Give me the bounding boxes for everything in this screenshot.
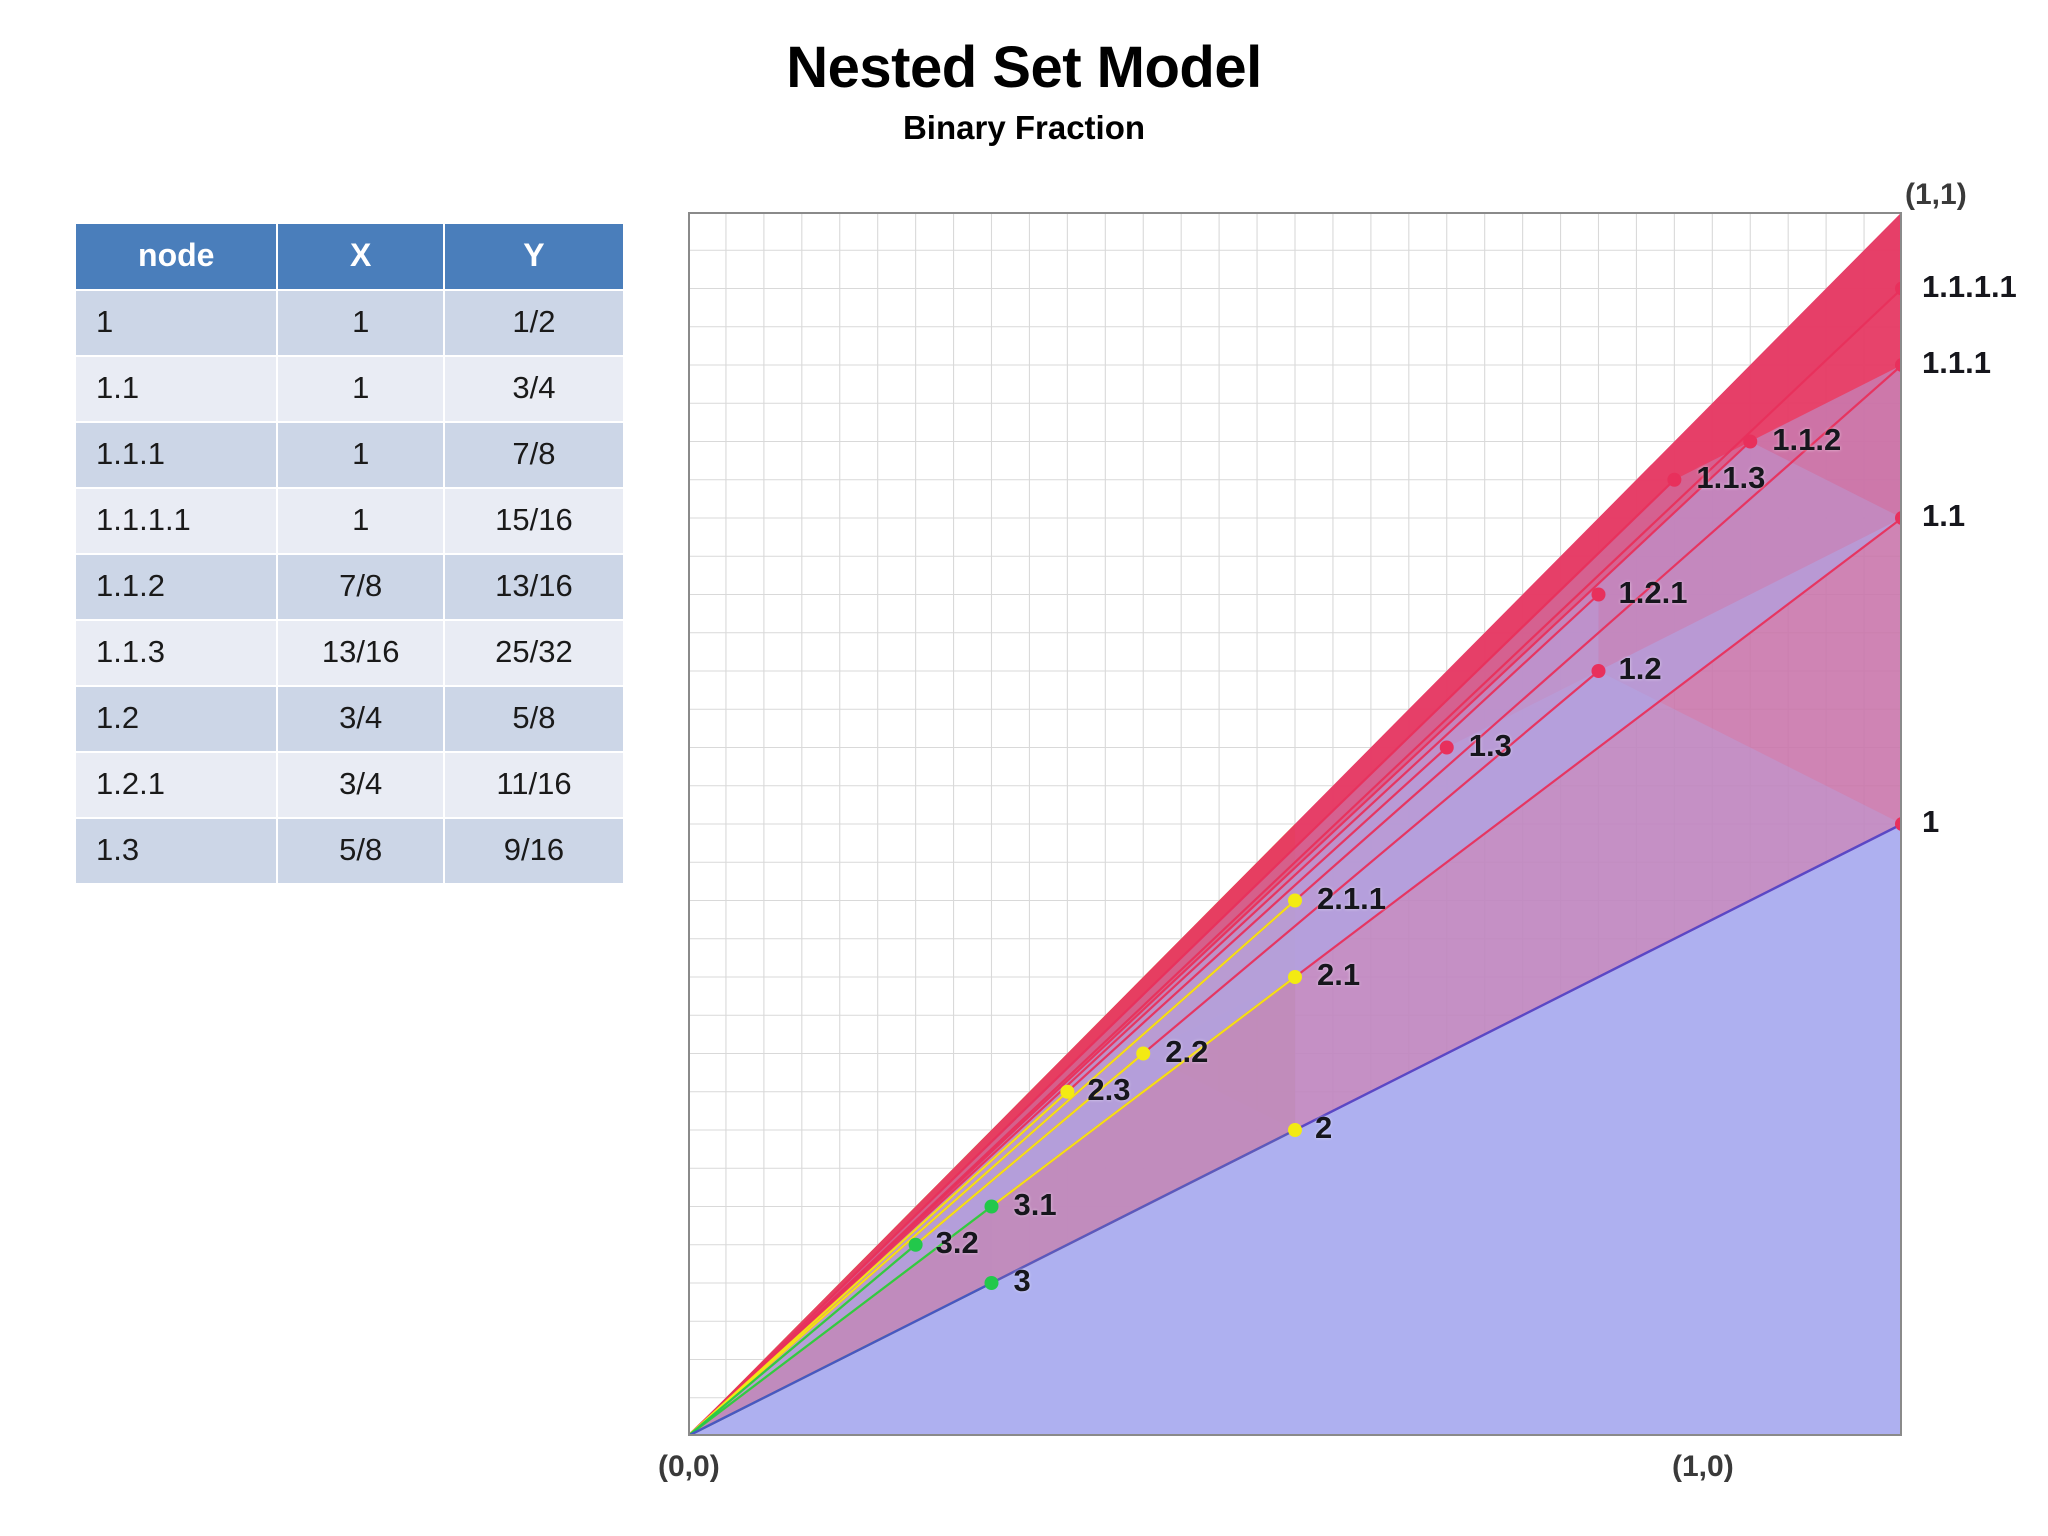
cell-y: 7/8 [444, 423, 623, 487]
corner-label-origin: (0,0) [658, 1450, 720, 1483]
cell-node: 1.1.1.1 [76, 489, 277, 553]
cell-node: 1.1.2 [76, 555, 277, 619]
cell-y: 5/8 [444, 687, 623, 751]
data-point [1136, 1046, 1151, 1061]
corner-label-top-right: (1,1) [1905, 178, 1967, 211]
node-label-2-1: 2.1 [1317, 957, 1361, 992]
region-node-1-1-1 [688, 212, 1902, 1436]
cell-node: 1.1 [76, 357, 277, 421]
title-block: Nested Set Model Binary Fraction [0, 35, 2048, 147]
cell-node: 1.1.3 [76, 621, 277, 685]
nested-set-plot [688, 212, 1902, 1436]
node-label-2-2: 2.2 [1165, 1033, 1209, 1069]
page-subtitle: Binary Fraction [902, 108, 1146, 146]
plot-connector-lines [688, 287, 1902, 1436]
node-label-1-1-2: 1.1.2 [1772, 421, 1842, 457]
connector-line [688, 1090, 1069, 1436]
node-label-1-3: 1.3 [1468, 727, 1512, 763]
node-label-3-1: 3.1 [1013, 1186, 1057, 1222]
cell-x: 7/8 [278, 555, 443, 619]
data-point [1591, 664, 1606, 678]
page-title: Nested Set Model [786, 35, 1262, 100]
cell-y: 13/16 [444, 555, 623, 619]
cell-node: 1.2 [76, 687, 277, 751]
node-label-1-1-3: 1.1.3 [1696, 459, 1766, 495]
table-header-row: node X Y [76, 224, 623, 289]
data-point [1288, 970, 1302, 984]
cell-x: 1 [278, 357, 443, 421]
data-point [1743, 434, 1758, 449]
data-point [908, 1237, 923, 1252]
node-label-1-1-1: 1.1.1 [1922, 345, 1991, 380]
region-node-1-1-3 [688, 441, 1902, 1436]
cell-x: 13/16 [278, 621, 443, 685]
connector-line [688, 593, 1600, 1436]
node-label-1: 1 [1922, 804, 1940, 839]
cell-x: 1 [278, 423, 443, 487]
plot-points [908, 281, 1902, 1290]
cell-x: 5/8 [278, 819, 443, 883]
column-header-y: Y [444, 224, 623, 289]
node-label-3-2: 3.2 [935, 1224, 979, 1260]
node-label-3: 3 [1013, 1263, 1031, 1298]
cell-node: 1.1.1 [76, 423, 277, 487]
cell-x: 3/4 [278, 753, 443, 817]
region-node-1-1-1-1 [688, 212, 1902, 1436]
cell-y: 15/16 [444, 489, 623, 553]
region-node-1-1 [688, 212, 1902, 1436]
data-point [1667, 472, 1682, 487]
column-header-x: X [278, 224, 443, 289]
node-label-1-2: 1.2 [1618, 651, 1662, 686]
data-point [984, 1276, 999, 1290]
cell-x: 1 [278, 489, 443, 553]
connector-line [688, 287, 1902, 1436]
node-label-2-1-1: 2.1.1 [1317, 880, 1386, 916]
connector-line [688, 899, 1296, 1436]
connector-line [688, 478, 1676, 1436]
node-label-1-2-1: 1.2.1 [1618, 574, 1688, 610]
node-label-1-1-1-1: 1.1.1.1 [1922, 268, 2017, 304]
connector-line [688, 1205, 993, 1436]
cell-x: 3/4 [278, 687, 443, 751]
cell-x: 1 [278, 291, 443, 355]
data-point [1288, 1123, 1302, 1137]
cell-y: 25/32 [444, 621, 623, 685]
cell-node: 1 [76, 291, 277, 355]
connector-line [688, 1243, 917, 1436]
data-point [1439, 740, 1454, 755]
cell-y: 3/4 [444, 357, 623, 421]
cell-y: 11/16 [444, 753, 623, 817]
node-label-1-1: 1.1 [1922, 498, 1966, 533]
connector-line [688, 440, 1752, 1436]
data-point [1591, 587, 1606, 602]
data-point [1288, 893, 1302, 908]
plot-border [688, 212, 1902, 1436]
column-header-node: node [76, 224, 277, 289]
cell-node: 1.2.1 [76, 753, 277, 817]
corner-label-bottom-right: (1,0) [1672, 1450, 1734, 1483]
cell-node: 1.3 [76, 819, 277, 883]
node-label-2-3: 2.3 [1087, 1071, 1131, 1107]
cell-y: 9/16 [444, 819, 623, 883]
cell-y: 1/2 [444, 291, 623, 355]
region-node-1-3 [688, 671, 1902, 1436]
node-label-2: 2 [1315, 1110, 1333, 1145]
data-point [984, 1199, 999, 1214]
data-point [1060, 1084, 1075, 1099]
plot-svg [688, 212, 1902, 1436]
